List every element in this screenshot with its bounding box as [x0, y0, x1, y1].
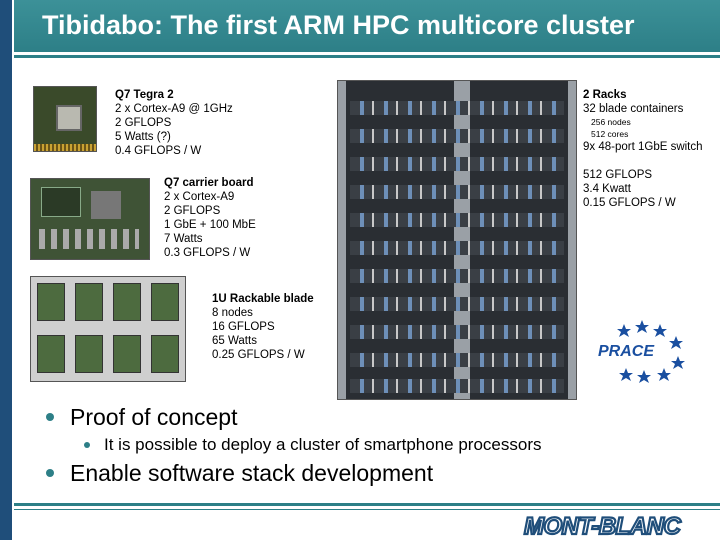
mont-blanc-logo-text: MONT-BLANC: [524, 513, 681, 538]
tegra-chip: [56, 105, 82, 131]
footer-rule-thin: [14, 509, 720, 510]
q7-tegra-specs: Q7 Tegra 2 2 x Cortex-A9 @ 1GHz 2 GFLOPS…: [115, 88, 233, 158]
rack-frame: [462, 81, 470, 399]
sub-bullet-dot-icon: [84, 442, 90, 448]
rack-frame: [454, 81, 462, 399]
rack-shelf: [350, 157, 564, 171]
rack-shelf: [350, 101, 564, 115]
carrier-board-specs: Q7 carrier board 2 x Cortex-A9 2 GFLOPS …: [164, 176, 256, 260]
title-underline: [14, 55, 720, 58]
rack-shelf: [350, 353, 564, 367]
rackable-blade-photo: [30, 276, 186, 382]
edge-connector: [34, 144, 96, 151]
blade-node: [151, 283, 179, 321]
spec-line: 512 GFLOPS: [583, 169, 653, 181]
racks-photo: [337, 80, 577, 400]
spacer: [583, 154, 703, 168]
carrier-heading: Q7 carrier board: [164, 177, 254, 189]
spec-line: 0.15 GFLOPS / W: [583, 197, 676, 209]
spec-line: 32 blade containers: [583, 103, 684, 115]
star-icon: [617, 320, 685, 383]
spec-line: 2 GFLOPS: [164, 205, 221, 217]
q7-tegra-module-photo: [33, 86, 97, 152]
spec-line: 7 Watts: [164, 233, 203, 245]
spec-line: 2 GFLOPS: [115, 117, 172, 129]
bullet-list: Proof of concept It is possible to deplo…: [46, 402, 542, 488]
rack-frame: [568, 81, 576, 399]
spec-line: 0.3 GFLOPS / W: [164, 247, 251, 259]
heatsink: [91, 191, 121, 219]
bullet-dot-icon: [46, 413, 54, 421]
blade-node: [75, 335, 103, 373]
spec-line: 2 x Cortex-A9: [164, 191, 235, 203]
spec-line: 0.25 GFLOPS / W: [212, 349, 305, 361]
blade-node: [113, 283, 141, 321]
blade-node: [37, 283, 65, 321]
rack-shelf: [350, 297, 564, 311]
rack-frame: [338, 81, 346, 399]
bullet-text: Enable software stack development: [70, 460, 434, 486]
blade-node: [151, 335, 179, 373]
q7-carrier-board-photo: [30, 178, 150, 260]
rack-shelf: [350, 269, 564, 283]
spec-line: 9x 48-port 1GbE switch: [583, 141, 703, 153]
spec-line: 5 Watts (?): [115, 131, 171, 143]
spec-subline: 512 cores: [591, 129, 629, 139]
connector-row: [39, 229, 139, 249]
sub-bullet-text: It is possible to deploy a cluster of sm…: [104, 435, 542, 454]
left-accent-bar: [0, 0, 12, 540]
slide-title: Tibidabo: The first ARM HPC multicore cl…: [42, 10, 635, 40]
module-slot: [41, 187, 81, 217]
spec-line: 3.4 Kwatt: [583, 183, 631, 195]
bullet-item: Proof of concept: [46, 402, 542, 432]
title-bar: Tibidabo: The first ARM HPC multicore cl…: [14, 0, 720, 58]
blade-heading: 1U Rackable blade: [212, 293, 314, 305]
bullet-dot-icon: [46, 469, 54, 477]
spec-line: 16 GFLOPS: [212, 321, 275, 333]
bullet-text: Proof of concept: [70, 404, 238, 430]
blade-specs: 1U Rackable blade 8 nodes 16 GFLOPS 65 W…: [212, 292, 314, 362]
blade-node: [37, 335, 65, 373]
racks-specs: 2 Racks 32 blade containers 256 nodes 51…: [583, 88, 703, 210]
spec-line: 8 nodes: [212, 307, 253, 319]
racks-heading: 2 Racks: [583, 89, 627, 101]
rack-shelf: [350, 185, 564, 199]
q7-tegra-heading: Q7 Tegra 2: [115, 89, 174, 101]
prace-logo: PRACE: [598, 320, 685, 383]
spec-line: 0.4 GFLOPS / W: [115, 145, 202, 157]
sub-bullet-item: It is possible to deploy a cluster of sm…: [46, 432, 542, 458]
blade-node: [113, 335, 141, 373]
spec-line: 1 GbE + 100 MbE: [164, 219, 256, 231]
blade-node: [75, 283, 103, 321]
rack-shelf: [350, 325, 564, 339]
rack-shelf: [350, 213, 564, 227]
spec-subline: 256 nodes: [591, 117, 631, 127]
spec-line: 2 x Cortex-A9 @ 1GHz: [115, 103, 233, 115]
rack-shelf: [350, 379, 564, 393]
prace-logo-text: PRACE: [598, 343, 655, 360]
footer-rule: [14, 503, 720, 506]
rack-shelf: [350, 241, 564, 255]
mont-blanc-logo: MONT-BLANC: [523, 512, 683, 538]
spec-line: 65 Watts: [212, 335, 257, 347]
rack-shelf: [350, 129, 564, 143]
bullet-item: Enable software stack development: [46, 458, 542, 488]
